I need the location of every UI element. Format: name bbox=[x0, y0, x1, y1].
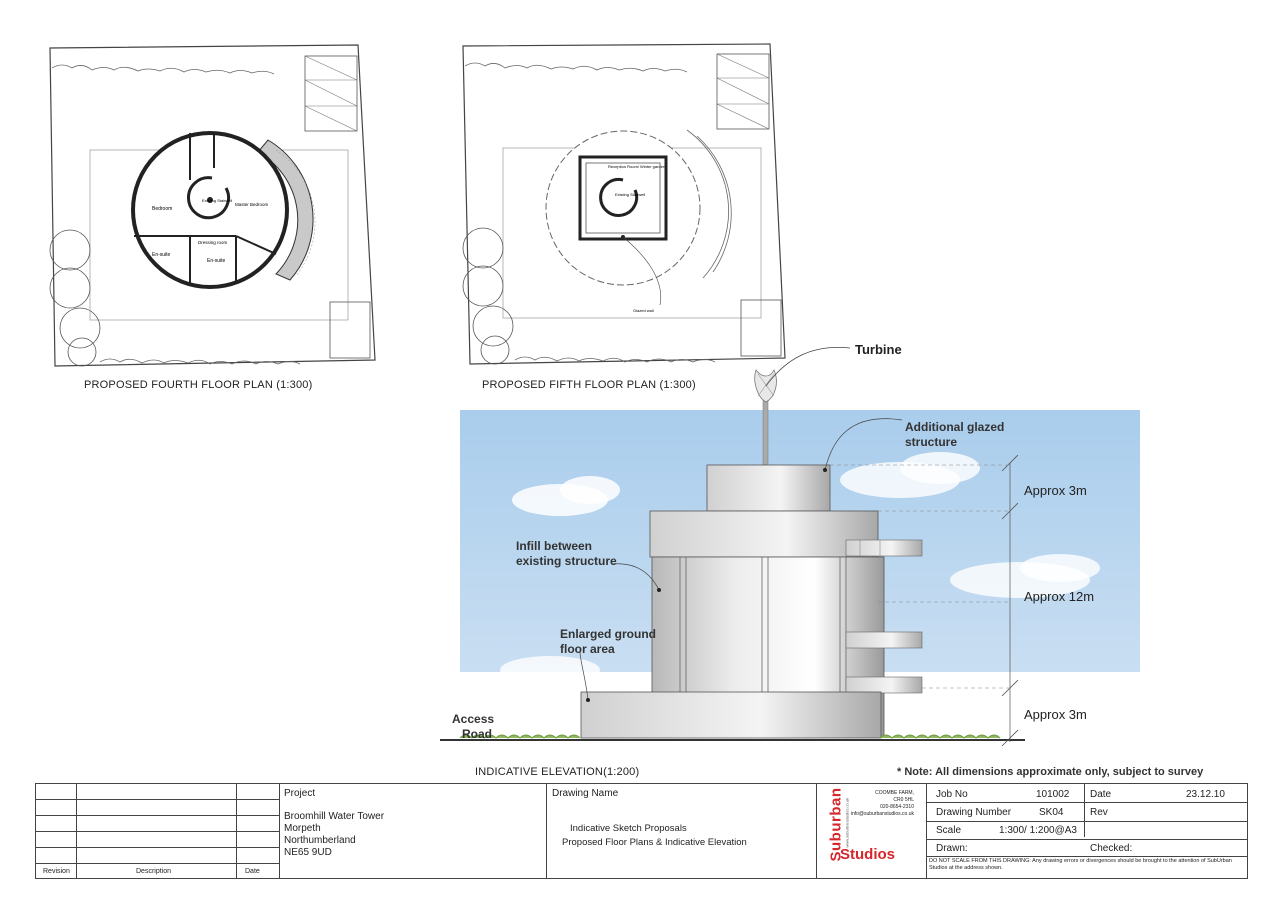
drawing-number-value: SK04 bbox=[1039, 807, 1064, 818]
label-glazed-wall: Glazed wall bbox=[633, 308, 654, 313]
project-label: Project bbox=[284, 788, 316, 799]
room-ensuite-right: En-suite bbox=[207, 258, 226, 264]
project-line-3: Northumberland bbox=[284, 835, 356, 846]
drawing-name-label: Drawing Name bbox=[552, 788, 619, 799]
label-access-2: Road bbox=[462, 727, 492, 741]
project-line-1: Broomhill Water Tower bbox=[284, 811, 385, 822]
label-access-1: Access bbox=[452, 712, 495, 726]
job-no-value: 101002 bbox=[1036, 789, 1070, 800]
drawing-number-label: Drawing Number bbox=[936, 807, 1012, 818]
brand-studios: Studios bbox=[840, 846, 895, 863]
description-header: Description bbox=[136, 868, 172, 875]
label-enlarged-2: floor area bbox=[560, 642, 615, 656]
room-existing-stairwell: Existing Stairwell bbox=[202, 198, 232, 203]
rev-label: Rev bbox=[1090, 807, 1108, 818]
label-additional-glazed-2: structure bbox=[905, 435, 958, 449]
elevation-title: INDICATIVE ELEVATION(1:200) bbox=[475, 766, 640, 778]
fourth-floor-plan-title: PROPOSED FOURTH FLOOR PLAN (1:300) bbox=[84, 379, 313, 391]
room-existing-stairwell-5: Existing Stairwell bbox=[615, 192, 645, 197]
date-header: Date bbox=[245, 868, 260, 875]
date-value: 23.12.10 bbox=[1186, 789, 1225, 800]
label-infill-1: Infill between bbox=[516, 539, 593, 553]
room-ensuite-left: En-suite bbox=[152, 252, 171, 258]
title-block: Revision Description Date Project Broomh… bbox=[35, 783, 1248, 879]
project-line-4: NE65 9UD bbox=[284, 847, 332, 858]
room-bedroom: Bedroom bbox=[152, 206, 172, 212]
brand-logo: Suburban bbox=[827, 787, 845, 862]
dimensions-note: * Note: All dimensions approximate only,… bbox=[897, 766, 1204, 778]
label-turbine: Turbine bbox=[855, 342, 902, 357]
label-additional-glazed-1: Additional glazed bbox=[905, 420, 1005, 434]
project-line-2: Morpeth bbox=[284, 823, 321, 834]
room-reception: Reception Room/ Winter garden bbox=[608, 164, 665, 169]
indicative-elevation bbox=[440, 347, 1140, 747]
checked-label: Checked: bbox=[1090, 843, 1133, 854]
label-infill-2: existing structure bbox=[516, 554, 617, 568]
drawn-label: Drawn: bbox=[936, 843, 968, 854]
dimension-bottom: Approx 3m bbox=[1024, 707, 1087, 722]
dimension-middle: Approx 12m bbox=[1024, 589, 1095, 604]
drawing-name-line-1: Indicative Sketch Proposals bbox=[570, 823, 687, 834]
drawing-name-line-2: Proposed Floor Plans & Indicative Elevat… bbox=[562, 837, 747, 848]
label-enlarged-1: Enlarged ground bbox=[560, 627, 656, 641]
room-dressing-room: Dressing room bbox=[198, 240, 228, 245]
room-master-bedroom: Master Bedroom bbox=[235, 202, 269, 207]
fifth-floor-plan: Reception Room/ Winter garden Existing S… bbox=[462, 43, 786, 365]
date-label: Date bbox=[1090, 789, 1112, 800]
job-no-label: Job No bbox=[936, 789, 968, 800]
fourth-floor-plan: Bedroom Existing Stairwell Master Bedroo… bbox=[49, 44, 376, 367]
scale-value: 1:300/ 1:200@A3 bbox=[999, 825, 1077, 836]
revision-header: Revision bbox=[43, 868, 70, 875]
address-block: COOMBE FARM, CR0 5HL 020-8654-2310 info@… bbox=[850, 790, 914, 817]
dimension-top: Approx 3m bbox=[1024, 483, 1087, 498]
fifth-floor-plan-title: PROPOSED FIFTH FLOOR PLAN (1:300) bbox=[482, 379, 696, 391]
disclaimer: DO NOT SCALE FROM THIS DRAWING: Any draw… bbox=[929, 858, 1232, 871]
scale-label: Scale bbox=[936, 825, 962, 836]
